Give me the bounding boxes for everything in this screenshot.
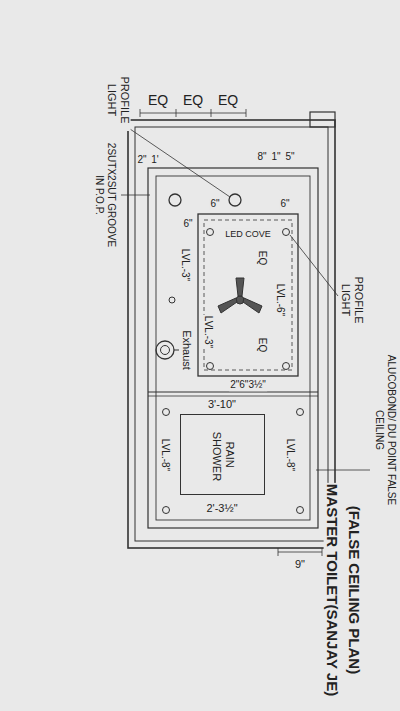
plan-annotation: PROFILE LIGHT bbox=[105, 69, 130, 131]
plan-annotation: 9" bbox=[294, 558, 306, 571]
light-point bbox=[169, 297, 175, 303]
leader-line bbox=[290, 235, 338, 296]
led-cove bbox=[198, 214, 298, 376]
plan-annotation: 2" bbox=[136, 154, 147, 166]
plan-annotation: PROFILE LIGHT bbox=[339, 272, 364, 329]
ceiling-outline bbox=[148, 391, 318, 392]
plan-annotation: 8" bbox=[256, 151, 267, 163]
led-cove bbox=[204, 220, 292, 370]
light-point bbox=[283, 229, 290, 236]
wall bbox=[128, 120, 335, 548]
leader-line bbox=[130, 129, 230, 197]
plan-annotation: 6" bbox=[182, 218, 193, 230]
drawing-caption: (FALSE CEILING PLAN) bbox=[345, 505, 362, 675]
plan-annotation: 2'-3½" bbox=[205, 502, 238, 515]
plan-annotation: EQ bbox=[256, 337, 268, 353]
wall bbox=[310, 112, 335, 127]
dimension-line bbox=[140, 113, 246, 114]
plan-annotation: LVL.-8" bbox=[284, 438, 296, 472]
ceiling-fan bbox=[218, 298, 237, 313]
ceiling-fan bbox=[243, 298, 262, 313]
light-point bbox=[283, 363, 290, 370]
plan-annotation: LVL.-3" bbox=[179, 248, 191, 282]
led-cove bbox=[198, 214, 298, 376]
exhaust-fan bbox=[174, 350, 179, 351]
wall bbox=[135, 127, 328, 541]
plan-annotation: EQ bbox=[147, 92, 169, 108]
exhaust-fan bbox=[156, 341, 174, 359]
ceiling-outline bbox=[148, 396, 318, 397]
ceiling-fan bbox=[236, 296, 244, 304]
plan-annotation: 5" bbox=[284, 151, 295, 163]
light-point bbox=[207, 363, 214, 370]
plan-annotation: Exhaust bbox=[181, 329, 194, 371]
plan-annotation: LVL.-3" bbox=[202, 315, 214, 349]
plan-annotation: 2SUTX2SUT GROOVE IN P.O.P. bbox=[94, 139, 117, 251]
light-point bbox=[163, 409, 170, 416]
light-point bbox=[169, 194, 181, 206]
dimension-line bbox=[211, 109, 212, 117]
dimension-line bbox=[176, 109, 177, 117]
light-point bbox=[229, 194, 241, 206]
ceiling-outline bbox=[156, 176, 310, 520]
plan-annotation: 1" bbox=[270, 151, 281, 163]
dimension-line bbox=[140, 109, 322, 556]
dimension-line bbox=[246, 109, 247, 117]
plan-annotation: 6" bbox=[209, 198, 220, 210]
ceiling-outline bbox=[148, 168, 318, 528]
plan-annotation: 3'-10" bbox=[207, 398, 237, 411]
plan-annotation: EQ bbox=[217, 92, 239, 108]
light-point bbox=[297, 507, 304, 514]
plan-annotation: 6" bbox=[279, 198, 290, 210]
plan-annotation: EQ bbox=[182, 92, 204, 108]
exhaust-fan bbox=[161, 346, 170, 355]
plan-annotation: LVL.-6" bbox=[274, 283, 286, 317]
light-point bbox=[163, 194, 304, 514]
plan-annotation: ALUCOBOND/ DU POINT FALSE CEILING bbox=[374, 344, 397, 516]
dimension-line bbox=[278, 552, 322, 553]
plan-annotation: LED COVE bbox=[224, 229, 272, 239]
light-point bbox=[297, 409, 304, 416]
node-text: RAIN SHOWER bbox=[210, 432, 235, 478]
wall bbox=[128, 112, 335, 548]
plan-annotation: EQ bbox=[256, 250, 268, 266]
ceiling-outline bbox=[148, 168, 318, 528]
leader-line bbox=[316, 470, 370, 471]
light-point bbox=[207, 229, 214, 236]
shower-zone-box: RAIN SHOWER bbox=[180, 414, 265, 495]
plan-annotation: LVL.-8" bbox=[159, 438, 171, 472]
exhaust-fan bbox=[156, 341, 179, 359]
dimension-line bbox=[322, 548, 323, 556]
ceiling-fan bbox=[236, 278, 244, 296]
drawing-title: MASTER TOILET(SANJAY JE) bbox=[323, 483, 340, 697]
plan-annotation: 1' bbox=[150, 154, 159, 166]
dimension-line bbox=[278, 548, 279, 556]
ceiling-fan bbox=[218, 278, 262, 313]
dimension-line bbox=[140, 109, 141, 117]
leader-line bbox=[121, 195, 150, 196]
plan-annotation: 2"6"3½" bbox=[229, 379, 267, 391]
light-point bbox=[163, 507, 170, 514]
